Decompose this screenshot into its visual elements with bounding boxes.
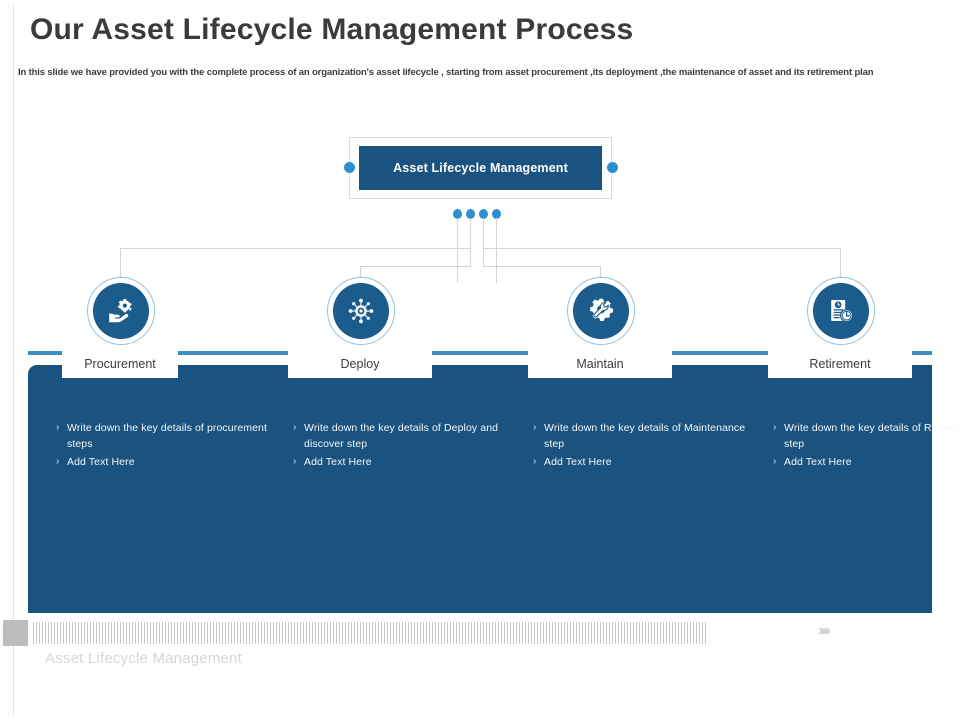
bullet-column-deploy: › Write down the key details of Deploy a… xyxy=(293,420,508,472)
step-circle-procurement[interactable] xyxy=(87,277,155,345)
bullet-marker-icon: › xyxy=(533,456,537,467)
connector-stem-3 xyxy=(483,218,484,266)
document-clock-icon xyxy=(831,300,854,323)
bullet-marker-icon: › xyxy=(773,422,777,433)
bullet-text: Write down the key details of Retirement… xyxy=(784,422,960,450)
bullet-text: Write down the key details of Maintenanc… xyxy=(544,422,746,450)
bullet-marker-icon: › xyxy=(293,422,297,433)
page-subtitle: In this slide we have provided you with … xyxy=(18,67,874,78)
step-label-text: Retirement xyxy=(809,357,871,371)
connector-drop-procurement xyxy=(120,248,121,280)
bullet-column-procurement: › Write down the key details of procurem… xyxy=(56,420,271,472)
step-circle-deploy[interactable] xyxy=(327,277,395,345)
mini-dot-4-icon xyxy=(492,209,501,219)
mini-dot-3-icon xyxy=(479,209,488,219)
left-margin-rule xyxy=(13,6,14,714)
step-label-text: Deploy xyxy=(340,357,380,371)
divider-bar-5 xyxy=(910,351,932,355)
step-label-procurement[interactable]: Procurement xyxy=(62,350,178,378)
bullet-text: Write down the key details of Deploy and… xyxy=(304,422,499,450)
connector-drop-retirement xyxy=(840,248,841,280)
bullet-column-retirement: › Write down the key details of Retireme… xyxy=(773,420,960,472)
bullet-marker-icon: › xyxy=(293,456,297,467)
connector-rail-inner-right xyxy=(483,266,600,267)
bullet-marker-icon: › xyxy=(56,422,60,433)
list-item: › Add Text Here xyxy=(773,454,960,470)
bullet-marker-icon: › xyxy=(533,422,537,433)
circle-disc xyxy=(93,283,149,339)
page-title: Our Asset Lifecycle Management Process xyxy=(30,13,634,46)
divider-bar-1 xyxy=(28,351,64,355)
footer-stripe-bar xyxy=(33,622,708,644)
bullet-text: Add Text Here xyxy=(544,456,612,468)
bullet-column-maintain: › Write down the key details of Maintena… xyxy=(533,420,748,472)
connector-drop-deploy xyxy=(360,266,361,282)
divider-bar-3 xyxy=(430,351,528,355)
footer-title: Asset Lifecycle Management xyxy=(45,650,242,667)
gear-network-icon xyxy=(348,298,374,324)
divider-bar-2 xyxy=(175,351,289,355)
list-item: › Add Text Here xyxy=(533,454,748,470)
footer-gray-square xyxy=(3,620,28,646)
connector-rail-outer-right xyxy=(483,248,840,249)
bullet-text: Add Text Here xyxy=(67,456,135,468)
mini-dot-1-icon xyxy=(453,209,462,219)
top-node-label: Asset Lifecycle Management xyxy=(393,161,568,175)
gear-wrench-icon xyxy=(590,298,613,321)
list-item: › Write down the key details of Retireme… xyxy=(773,420,960,452)
step-label-retirement[interactable]: Retirement xyxy=(768,350,912,378)
list-item: › Write down the key details of Maintena… xyxy=(533,420,748,452)
step-circle-maintain[interactable] xyxy=(567,277,635,345)
bullet-text: Add Text Here xyxy=(784,456,852,468)
bullet-text: Write down the key details of procuremen… xyxy=(67,422,268,450)
bullet-marker-icon: › xyxy=(56,456,60,467)
list-item: › Write down the key details of Deploy a… xyxy=(293,420,508,452)
mini-dots-group xyxy=(453,209,505,220)
step-circle-retirement[interactable] xyxy=(807,277,875,345)
bullet-text: Add Text Here xyxy=(304,456,372,468)
list-item: › Add Text Here xyxy=(56,454,271,470)
step-label-maintain[interactable]: Maintain xyxy=(528,350,672,378)
circle-disc xyxy=(333,283,389,339)
mini-dot-2-icon xyxy=(466,209,475,219)
connector-drop-maintain xyxy=(600,266,601,282)
connector-stem-1 xyxy=(457,218,458,283)
step-label-text: Maintain xyxy=(576,357,624,371)
connector-rail-outer-left xyxy=(120,248,471,249)
step-label-deploy[interactable]: Deploy xyxy=(288,350,432,378)
step-label-text: Procurement xyxy=(84,357,156,371)
footer-chevrons-icon: ››››› xyxy=(818,622,831,639)
connector-dot-right-icon xyxy=(607,162,618,173)
connector-stem-2 xyxy=(470,218,471,266)
hand-holding-gear-icon xyxy=(109,299,132,323)
top-node-box[interactable]: Asset Lifecycle Management xyxy=(359,146,602,190)
list-item: › Write down the key details of procurem… xyxy=(56,420,271,452)
bullet-marker-icon: › xyxy=(773,456,777,467)
content-panel: › Write down the key details of procurem… xyxy=(28,365,960,613)
circle-disc xyxy=(573,283,629,339)
divider-bar-4 xyxy=(670,351,768,355)
connector-stem-4 xyxy=(496,218,497,283)
connector-rail-inner-left xyxy=(360,266,471,267)
circle-disc xyxy=(813,283,869,339)
list-item: › Add Text Here xyxy=(293,454,508,470)
connector-dot-left-icon xyxy=(344,162,355,173)
